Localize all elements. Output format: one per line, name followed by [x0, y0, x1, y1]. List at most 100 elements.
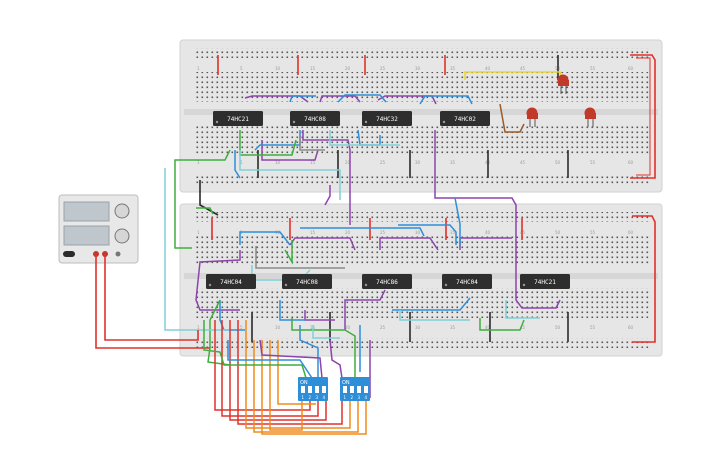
column-number: 30 — [415, 230, 421, 235]
dip-position-number: 1 — [344, 395, 347, 400]
column-number: 35 — [450, 160, 456, 165]
dip-toggle[interactable] — [301, 386, 305, 393]
column-number: 60 — [628, 66, 634, 71]
column-number: 20 — [345, 230, 351, 235]
column-number: 10 — [275, 325, 281, 330]
column-number: 5 — [240, 160, 243, 165]
column-number: 1 — [197, 230, 200, 235]
chip-label: 74HC08 — [304, 116, 326, 123]
column-number: 60 — [628, 160, 634, 165]
column-number: 15 — [310, 66, 316, 71]
dip-position-number: 4 — [323, 395, 326, 400]
dip-position-number: 1 — [302, 395, 305, 400]
column-number: 25 — [380, 230, 386, 235]
top-rail-jumpers — [217, 54, 656, 179]
led-2[interactable] — [526, 107, 539, 128]
ic-chip-74hc21[interactable]: 74HC21 — [213, 111, 263, 126]
column-number: 45 — [520, 66, 526, 71]
chip-label: 74HC08 — [296, 279, 318, 286]
dip-toggle[interactable] — [343, 386, 347, 393]
ic-chip-74hc04[interactable]: 74HC04 — [206, 274, 256, 289]
ic-chips-bottom: 74HC04 74HC08 74HC86 74HC04 74HC21 — [206, 274, 570, 289]
column-number: 1 — [197, 66, 200, 71]
signal-wires — [164, 71, 563, 398]
column-number: 60 — [628, 325, 634, 330]
dip-position-number: 3 — [316, 395, 319, 400]
column-number: 25 — [380, 325, 386, 330]
column-number: 50 — [555, 230, 561, 235]
column-number: 25 — [380, 160, 386, 165]
column-number: 40 — [485, 325, 491, 330]
column-number: 10 — [275, 160, 281, 165]
power-leads — [95, 254, 210, 349]
chip-label: 74HC02 — [454, 116, 476, 123]
breadboard-top: 1155101015152020252530303535404045455050… — [179, 39, 663, 193]
power-supply[interactable] — [58, 194, 139, 264]
column-number: 30 — [415, 325, 421, 330]
led-array — [526, 74, 597, 128]
column-number: 60 — [628, 230, 634, 235]
ic-chip-74hc02[interactable]: 74HC02 — [440, 111, 490, 126]
column-number: 35 — [450, 230, 456, 235]
dip-toggle[interactable] — [308, 386, 312, 393]
column-number: 55 — [590, 230, 596, 235]
column-number: 55 — [590, 66, 596, 71]
dip-toggle[interactable] — [357, 386, 361, 393]
column-number: 5 — [240, 66, 243, 71]
ic-chip-74hc21[interactable]: 74HC21 — [520, 274, 570, 289]
dip-toggle[interactable] — [364, 386, 368, 393]
dip-on-label: ON — [342, 380, 350, 386]
ic-chip-74hc08[interactable]: 74HC08 — [282, 274, 332, 289]
column-numbers-top: 1155101015152020252530303535404045455050… — [197, 66, 634, 165]
led-3[interactable] — [584, 107, 597, 128]
ic-chip-74hc08[interactable]: 74HC08 — [290, 111, 340, 126]
dip-toggle[interactable] — [322, 386, 326, 393]
column-number: 35 — [450, 66, 456, 71]
column-number: 1 — [197, 325, 200, 330]
chip-label: 74HC86 — [376, 279, 398, 286]
column-number: 20 — [345, 66, 351, 71]
chip-label: 74HC21 — [227, 116, 249, 123]
dip-on-label: ON — [300, 380, 308, 386]
column-number: 40 — [485, 230, 491, 235]
column-number: 35 — [450, 325, 456, 330]
led-1[interactable] — [557, 74, 570, 95]
column-number: 20 — [345, 160, 351, 165]
column-number: 45 — [520, 160, 526, 165]
ic-chips-top: 74HC21 74HC08 74HC32 74HC02 — [213, 111, 490, 126]
dip-position-number: 3 — [358, 395, 361, 400]
column-number: 55 — [590, 160, 596, 165]
column-number: 20 — [345, 325, 351, 330]
dip-position-number: 2 — [351, 395, 354, 400]
column-number: 50 — [555, 160, 561, 165]
ic-chip-74hc04[interactable]: 74HC04 — [442, 274, 492, 289]
column-number: 40 — [485, 66, 491, 71]
chip-label: 74HC21 — [534, 279, 556, 286]
ic-chip-74hc32[interactable]: 74HC32 — [362, 111, 412, 126]
dip-input-wires — [203, 320, 367, 435]
column-number: 15 — [310, 230, 316, 235]
column-number: 45 — [520, 325, 526, 330]
dip-position-number: 4 — [365, 395, 368, 400]
column-number: 30 — [415, 66, 421, 71]
dip-position-number: 2 — [309, 395, 312, 400]
column-number: 5 — [240, 325, 243, 330]
dip-toggle[interactable] — [315, 386, 319, 393]
column-number: 25 — [380, 66, 386, 71]
dip-toggle[interactable] — [350, 386, 354, 393]
column-number: 1 — [197, 160, 200, 165]
breadboard-bottom: 1155101015152020252530303535404045455050… — [179, 203, 663, 357]
column-number: 10 — [275, 66, 281, 71]
chip-label: 74HC04 — [456, 279, 478, 286]
chip-label: 74HC32 — [376, 116, 398, 123]
column-number: 15 — [310, 160, 316, 165]
column-number: 55 — [590, 325, 596, 330]
column-number: 50 — [555, 325, 561, 330]
ic-chip-74hc86[interactable]: 74HC86 — [362, 274, 412, 289]
column-number: 30 — [415, 160, 421, 165]
